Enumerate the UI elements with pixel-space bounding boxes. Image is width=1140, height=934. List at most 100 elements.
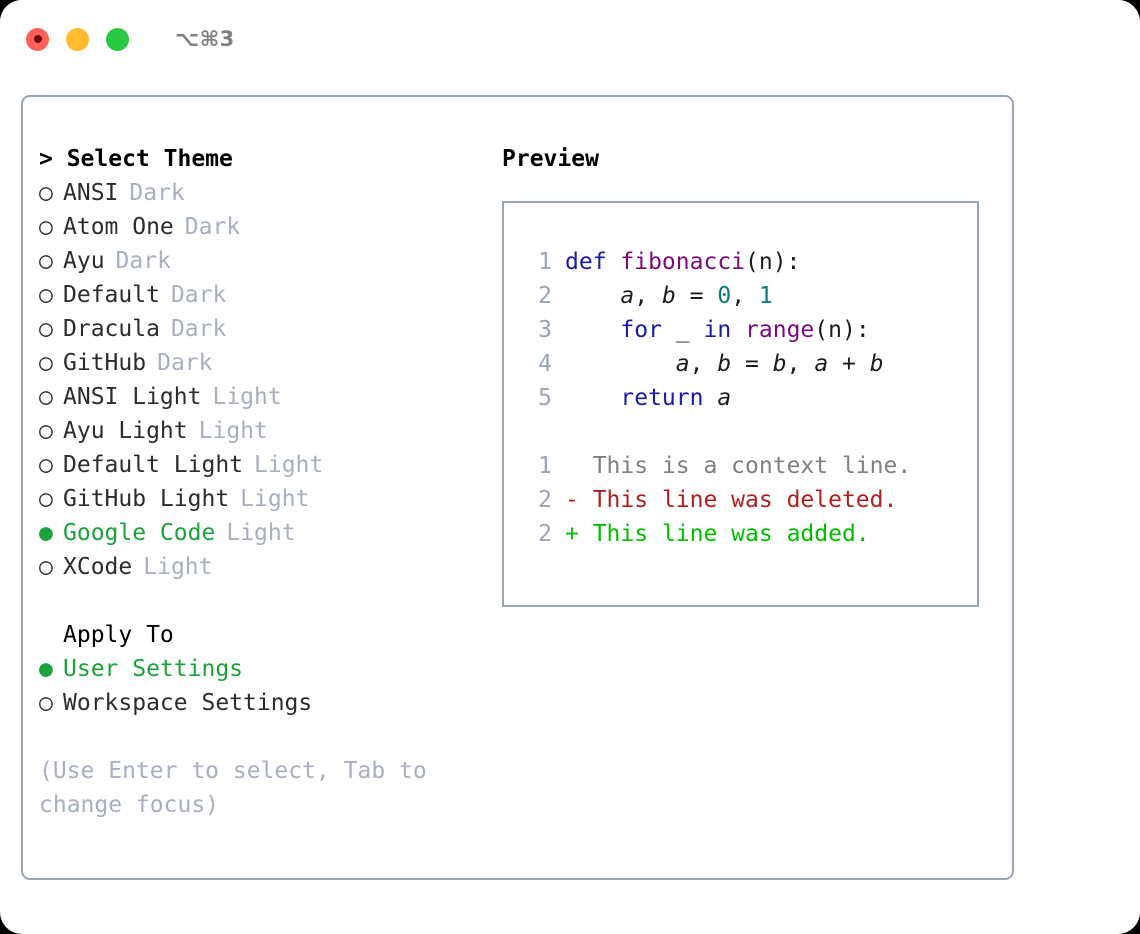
theme-variant-tag: Light	[143, 554, 213, 580]
diff-line-add: 2 + This line was added.	[504, 517, 977, 551]
minimize-button-icon[interactable]	[66, 27, 89, 51]
theme-variant-tag: Light	[254, 452, 324, 478]
code-token-plain: (n):	[814, 317, 870, 343]
code-token-plain	[565, 385, 620, 411]
radio-unselected-icon: ○	[39, 384, 53, 410]
code-token-var: a	[814, 351, 829, 377]
traffic-light-group	[26, 27, 129, 51]
code-token-var: b	[661, 283, 676, 309]
line-number: 2	[538, 521, 552, 547]
radio-unselected-icon: ○	[39, 282, 53, 308]
code-token-plain	[731, 317, 745, 343]
radio-unselected-icon: ○	[39, 690, 53, 716]
radio-selected-icon: ●	[39, 520, 53, 546]
code-token-kw: return	[620, 385, 704, 411]
diff-marker	[565, 453, 579, 479]
apply-to-option-user-settings[interactable]: ●User Settings	[39, 652, 489, 686]
window-titlebar: ⌥⌘3	[0, 0, 1140, 78]
theme-option-label: GitHub	[63, 350, 147, 376]
section-spacer	[39, 584, 489, 618]
select-theme-prompt: > Select Theme	[39, 146, 233, 172]
code-token-plain	[703, 385, 717, 411]
line-number: 4	[538, 351, 552, 377]
radio-unselected-icon: ○	[39, 316, 53, 342]
code-token-plain: ,	[634, 283, 662, 309]
keyboard-hint-text: (Use Enter to select, Tab to change focu…	[39, 758, 441, 818]
theme-option-atom-one[interactable]: ○ Atom One Dark	[39, 210, 489, 244]
diff-line-content: This is a context line.	[565, 449, 912, 483]
code-diff-separator	[504, 415, 977, 449]
code-token-var: b	[772, 351, 787, 377]
theme-option-label: Default Light	[63, 452, 244, 478]
code-token-plain: _	[661, 317, 704, 343]
line-number: 2	[538, 487, 552, 513]
radio-unselected-icon: ○	[39, 180, 53, 206]
theme-variant-tag: Light	[212, 384, 282, 410]
theme-option-label: Ayu	[63, 248, 105, 274]
code-token-num: 1	[758, 283, 773, 309]
theme-variant-tag: Dark	[129, 180, 185, 206]
theme-option-ansi[interactable]: ○ ANSI Dark	[39, 176, 489, 210]
code-token-var: a	[620, 283, 635, 309]
preview-title: Preview	[502, 146, 599, 172]
code-token-plain	[565, 351, 676, 377]
theme-variant-tag: Dark	[184, 214, 241, 240]
code-token-plain: ,	[689, 351, 718, 377]
diff-line-del: 2- This line was deleted.	[504, 483, 977, 517]
apply-to-option-workspace-settings[interactable]: ○Workspace Settings	[39, 686, 489, 720]
code-token-kw: def	[565, 249, 621, 275]
line-number: 1	[538, 453, 552, 479]
theme-option-label: Google Code	[63, 520, 216, 546]
diff-text: This line was added.	[578, 521, 870, 547]
theme-variant-tag: Light	[198, 418, 268, 444]
code-line-content: a, b = 0, 1	[565, 279, 773, 313]
radio-unselected-icon: ○	[39, 214, 53, 240]
diff-line-content: + This line was added.	[565, 517, 870, 551]
theme-option-ayu[interactable]: ○ Ayu Dark	[39, 244, 489, 278]
code-line: 4 a, b = b, a + b	[504, 347, 977, 381]
code-token-var: a	[675, 351, 690, 377]
code-line: 5 return a	[504, 381, 977, 415]
theme-option-label: Atom One	[63, 214, 174, 240]
diff-sample: 1 This is a context line.2- This line wa…	[504, 449, 977, 551]
code-token-plain: +	[828, 351, 870, 377]
theme-variant-tag: Light	[226, 520, 296, 546]
close-button-icon[interactable]	[26, 27, 49, 51]
code-token-plain: =	[675, 283, 718, 309]
code-line: 3 for _ in range(n):	[504, 313, 977, 347]
theme-variant-tag: Dark	[170, 316, 227, 342]
code-token-fn: fibonacci	[620, 249, 746, 275]
radio-unselected-icon: ○	[39, 418, 53, 444]
theme-option-label: GitHub Light	[63, 486, 230, 512]
theme-option-google-code[interactable]: ● Google Code Light	[39, 516, 489, 550]
zoom-button-icon[interactable]	[106, 27, 129, 51]
code-token-kw: for	[620, 317, 662, 343]
apply-to-list: ●User Settings○Workspace Settings	[39, 652, 489, 720]
diff-marker: -	[565, 487, 579, 513]
line-number: 3	[538, 317, 552, 343]
theme-option-label: ANSI	[63, 180, 119, 206]
diff-text: This line was deleted.	[578, 487, 898, 513]
code-token-fn: range	[745, 317, 815, 343]
code-line: 2 a, b = 0, 1	[504, 279, 977, 313]
theme-variant-tag: Dark	[115, 248, 171, 274]
code-token-num: 0	[717, 283, 732, 309]
radio-selected-icon: ●	[39, 656, 53, 682]
radio-unselected-icon: ○	[39, 248, 53, 274]
diff-line-ctx: 1 This is a context line.	[504, 449, 977, 483]
